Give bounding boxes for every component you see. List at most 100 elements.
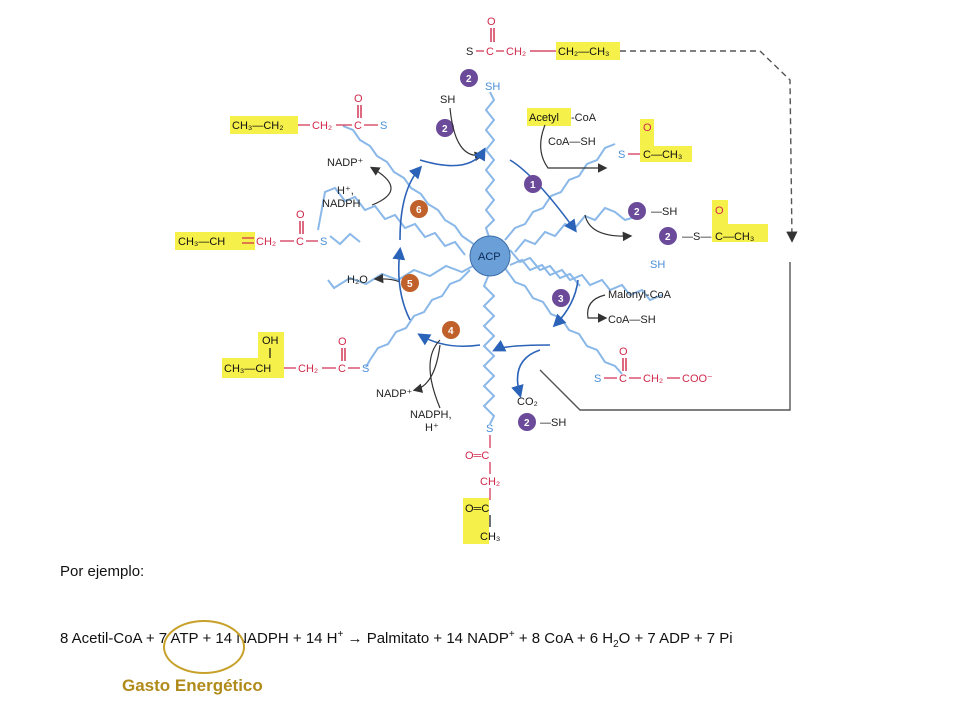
malonyl-coa: Malonyl-CoA [608,289,672,301]
nadph-top: NADPH [322,198,361,210]
energy-label: Gasto Energético [122,676,263,695]
ch2-malonyl: CH₂ [643,373,663,385]
coa-sh-top: CoA—SH [548,136,596,148]
nadph-arrow-bottom-a [429,339,441,409]
ch2-bottom: CH₂ [480,476,500,488]
sup-nadp: + [508,629,515,640]
coa-sh-right: CoA—SH [608,314,656,326]
nadph-bottom: NADPH, [410,409,452,421]
step-6 [410,200,428,218]
c-lower: C [338,363,346,375]
step-2-left [436,119,454,137]
step-1 [524,175,542,193]
sh-right: —SH [651,206,677,218]
s-top: S [466,46,473,58]
malonyl-arrow [587,294,608,323]
h2o-label: H₂O [347,274,368,286]
step-2-right-label: 2 [634,207,640,218]
step-5-label: 5 [407,279,413,290]
cycle-arrow-1 [509,159,577,233]
acetyl-label: Acetyl [529,112,559,124]
cycle-arrow-6 [399,165,423,241]
s-malonyl: S [594,373,601,385]
step-3 [552,289,570,307]
step2-arrow [449,107,485,162]
step-2-bottom-label: 2 [524,418,530,429]
o-left: O [296,209,305,221]
acetyl-arrow [540,124,608,173]
sh-step2: SH [440,94,455,106]
step-2-bottom [518,413,536,431]
step-6-label: 6 [416,205,422,216]
step-4 [442,321,460,339]
o-right-b: O [715,205,724,217]
sh-bottom: —SH [540,417,566,429]
o-c-bottom-2: O═C [465,503,489,515]
c-malonyl: C [619,373,627,385]
s-right-b: —S— [682,231,711,243]
c-topleft: C [354,120,362,132]
step-3-label: 3 [558,294,564,305]
cycle-arrow-3 [552,279,579,328]
sh-top: SH [485,81,500,93]
dashed-return-arrow [620,50,798,243]
s-lower: S [362,363,369,375]
s-topleft: S [380,120,387,132]
s-right-top: S [618,149,625,161]
step-2-top-label: 2 [466,74,472,85]
h-nadph-top: H⁺, [337,185,354,197]
ch3-ch-lower: CH₃—CH [224,363,271,375]
example-label: Por ejemplo: [60,563,145,580]
sub-h2o: 2 [613,639,619,650]
nadph-arrow-top [369,166,392,206]
atp-highlight-circle [163,620,245,674]
nadph-arrow-bottom-b [412,344,441,393]
fatty-acid-synthesis-diagram: ACP O S C CH₂ CH₂—CH₃ 2 SH CH₃—CH₂ CH₂ C… [175,16,798,544]
sup-h: + [337,629,344,640]
oh-label: OH [262,335,279,347]
equation-right-1: Palmitato + 14 NADP [366,630,509,647]
h-bottom: H⁺ [425,422,439,434]
co2-label: CO₂ [517,396,538,408]
ch2-ch3-top: CH₂—CH₃ [558,46,610,58]
ch3-bottom: CH₃ [480,531,500,543]
sh-middle: SH [650,259,665,271]
cycle-arrow-co2 [511,349,541,399]
s-left: S [320,236,327,248]
nadp-bottom: NADP⁺ [376,388,413,400]
cycle-arrow-5 [392,246,411,321]
step-2-right-b-label: 2 [665,232,671,243]
ch3-ch-left: CH₃—CH [178,236,225,248]
equation-arrow: → [347,630,363,647]
cycle-arrow-bottom [492,339,551,352]
c-ch3-right-b: C—CH₃ [715,231,754,243]
c-left: C [296,236,304,248]
equation: 8 Acetil-CoA + 7 ATP + 14 NADPH + 14 H+ … [60,629,733,650]
o-topleft: O [354,93,363,105]
equation-right-2: + 8 CoA + 6 H [518,630,614,647]
ch2-left: CH₂ [256,236,276,248]
cycle-arrow-top [419,147,486,167]
step-2-left-label: 2 [442,124,448,135]
loop-arrow [539,262,791,411]
c-top: C [486,46,494,58]
s-bottom: S [486,423,493,435]
cycle-arrow-4 [417,333,481,348]
coo-malonyl: COO⁻ [682,373,713,385]
step-2-top [460,69,478,87]
ch3-ch2-topleft: CH₃—CH₂ [232,120,284,132]
o-right-top: O [643,122,652,134]
ch2-top: CH₂ [506,46,526,58]
h2o-arrow [373,273,401,284]
acp-label: ACP [478,251,501,263]
o-malonyl: O [619,346,628,358]
nadp-top: NADP⁺ [327,157,364,169]
step-4-label: 4 [448,326,454,337]
o-c-bottom: O═C [465,450,489,462]
acetyl-coa-suffix: -CoA [571,112,597,124]
step-5 [401,274,419,292]
ch2-lower: CH₂ [298,363,318,375]
c-ch3-right-top: C—CH₃ [643,149,682,161]
step-2-right [628,202,646,220]
step-1-label: 1 [530,180,536,191]
